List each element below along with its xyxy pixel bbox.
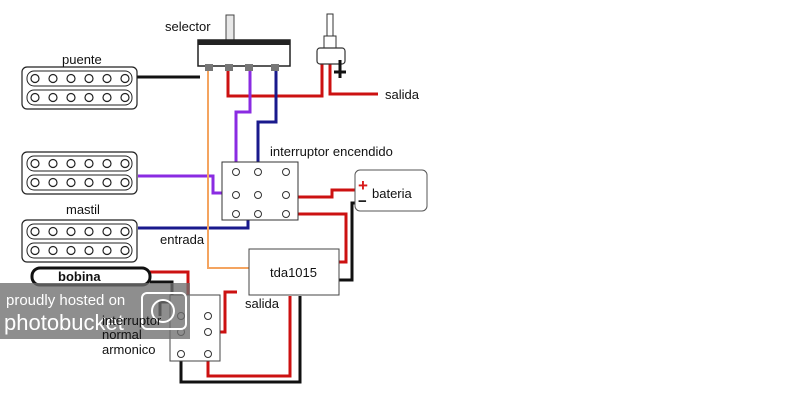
label-entrada: entrada — [160, 232, 205, 247]
pole-piece — [48, 226, 58, 237]
label-bateria: bateria — [372, 186, 413, 201]
pole-piece — [84, 226, 94, 237]
pole-piece — [30, 245, 40, 256]
switch-terminal — [177, 350, 185, 358]
pole-piece — [102, 158, 112, 169]
wire-amp-out-red — [206, 296, 292, 378]
label-salida-amp: salida — [245, 296, 280, 311]
pole-piece — [48, 245, 58, 256]
pole-piece — [84, 245, 94, 256]
tda-amp-box — [248, 248, 340, 296]
pole-piece — [48, 92, 58, 103]
photobucket-watermark: proudly hosted on photobucket — [0, 283, 190, 339]
pole-piece — [30, 226, 40, 237]
pole-piece — [120, 92, 130, 103]
ground-symbol-icon — [334, 60, 346, 78]
pole-piece — [30, 92, 40, 103]
battery-minus-sign: − — [358, 193, 367, 210]
camera-icon — [141, 292, 187, 330]
pole-piece — [102, 245, 112, 256]
switch-terminal — [254, 168, 262, 176]
pickup-middle — [21, 151, 138, 195]
wire-middle-pickup-purple — [138, 174, 236, 195]
pole-piece — [48, 73, 58, 84]
pole-piece — [30, 73, 40, 84]
switch-terminal — [232, 210, 240, 218]
pole-piece — [84, 158, 94, 169]
battery: + − — [354, 169, 428, 212]
pickup-mastil — [21, 219, 138, 263]
pole-piece — [48, 177, 58, 188]
wire-selector-amp-orange — [207, 70, 249, 269]
pole-piece — [66, 92, 76, 103]
pole-piece — [120, 73, 130, 84]
pole-piece — [30, 158, 40, 169]
pole-piece — [48, 158, 58, 169]
label-interruptor: interruptor — [102, 313, 162, 328]
toggle-selector-icon — [197, 14, 291, 71]
battery-box — [354, 169, 428, 212]
pole-piece — [120, 177, 130, 188]
wire-amp-out-black — [179, 296, 302, 384]
switch-terminal — [254, 210, 262, 218]
wire-selector-switch-purple — [234, 69, 252, 170]
watermark-line-1: proudly hosted on — [6, 292, 125, 309]
wire-jack-salida-red — [328, 62, 378, 96]
switch-terminal — [282, 191, 290, 199]
output-jack-icon — [316, 13, 346, 78]
label-tda: tda1015 — [270, 265, 317, 280]
pole-piece — [66, 245, 76, 256]
pole-piece — [30, 177, 40, 188]
battery-plus-sign: + — [358, 176, 368, 195]
pole-piece — [84, 73, 94, 84]
pole-piece — [66, 226, 76, 237]
wire-selector-switch-navy — [256, 69, 278, 170]
pole-piece — [102, 73, 112, 84]
switch-terminal — [254, 191, 262, 199]
label-selector: selector — [165, 19, 211, 34]
labels: selector puente salida interruptor encen… — [58, 19, 420, 357]
label-salida-jack: salida — [385, 87, 420, 102]
label-puente: puente — [62, 52, 102, 67]
pole-piece — [66, 158, 76, 169]
wire-battery-amp-red — [286, 212, 348, 264]
wire-battery-plus — [286, 188, 358, 199]
pole-piece — [84, 92, 94, 103]
label-armonico: armonico — [102, 342, 155, 357]
label-normal: normal — [102, 327, 142, 342]
pickup-puente — [21, 66, 138, 110]
switch-terminal — [282, 168, 290, 176]
label-bobina: bobina — [58, 269, 101, 284]
pole-piece — [102, 92, 112, 103]
switch-terminal — [204, 312, 212, 320]
pole-piece — [120, 158, 130, 169]
pole-piece — [102, 226, 112, 237]
label-interruptor-encendido: interruptor encendido — [270, 144, 393, 159]
switch-terminal — [232, 168, 240, 176]
pole-piece — [66, 73, 76, 84]
pole-piece — [120, 226, 130, 237]
switch-terminal — [282, 210, 290, 218]
pole-piece — [84, 177, 94, 188]
switch-terminal — [204, 328, 212, 336]
interruptor-encendido-block — [221, 161, 299, 221]
switch-terminal — [232, 191, 240, 199]
pole-piece — [66, 177, 76, 188]
pole-piece — [120, 245, 130, 256]
switch-terminal — [204, 350, 212, 358]
label-mastil: mastil — [66, 202, 100, 217]
watermark-line-2: photobucket — [4, 310, 124, 335]
pole-piece — [102, 177, 112, 188]
